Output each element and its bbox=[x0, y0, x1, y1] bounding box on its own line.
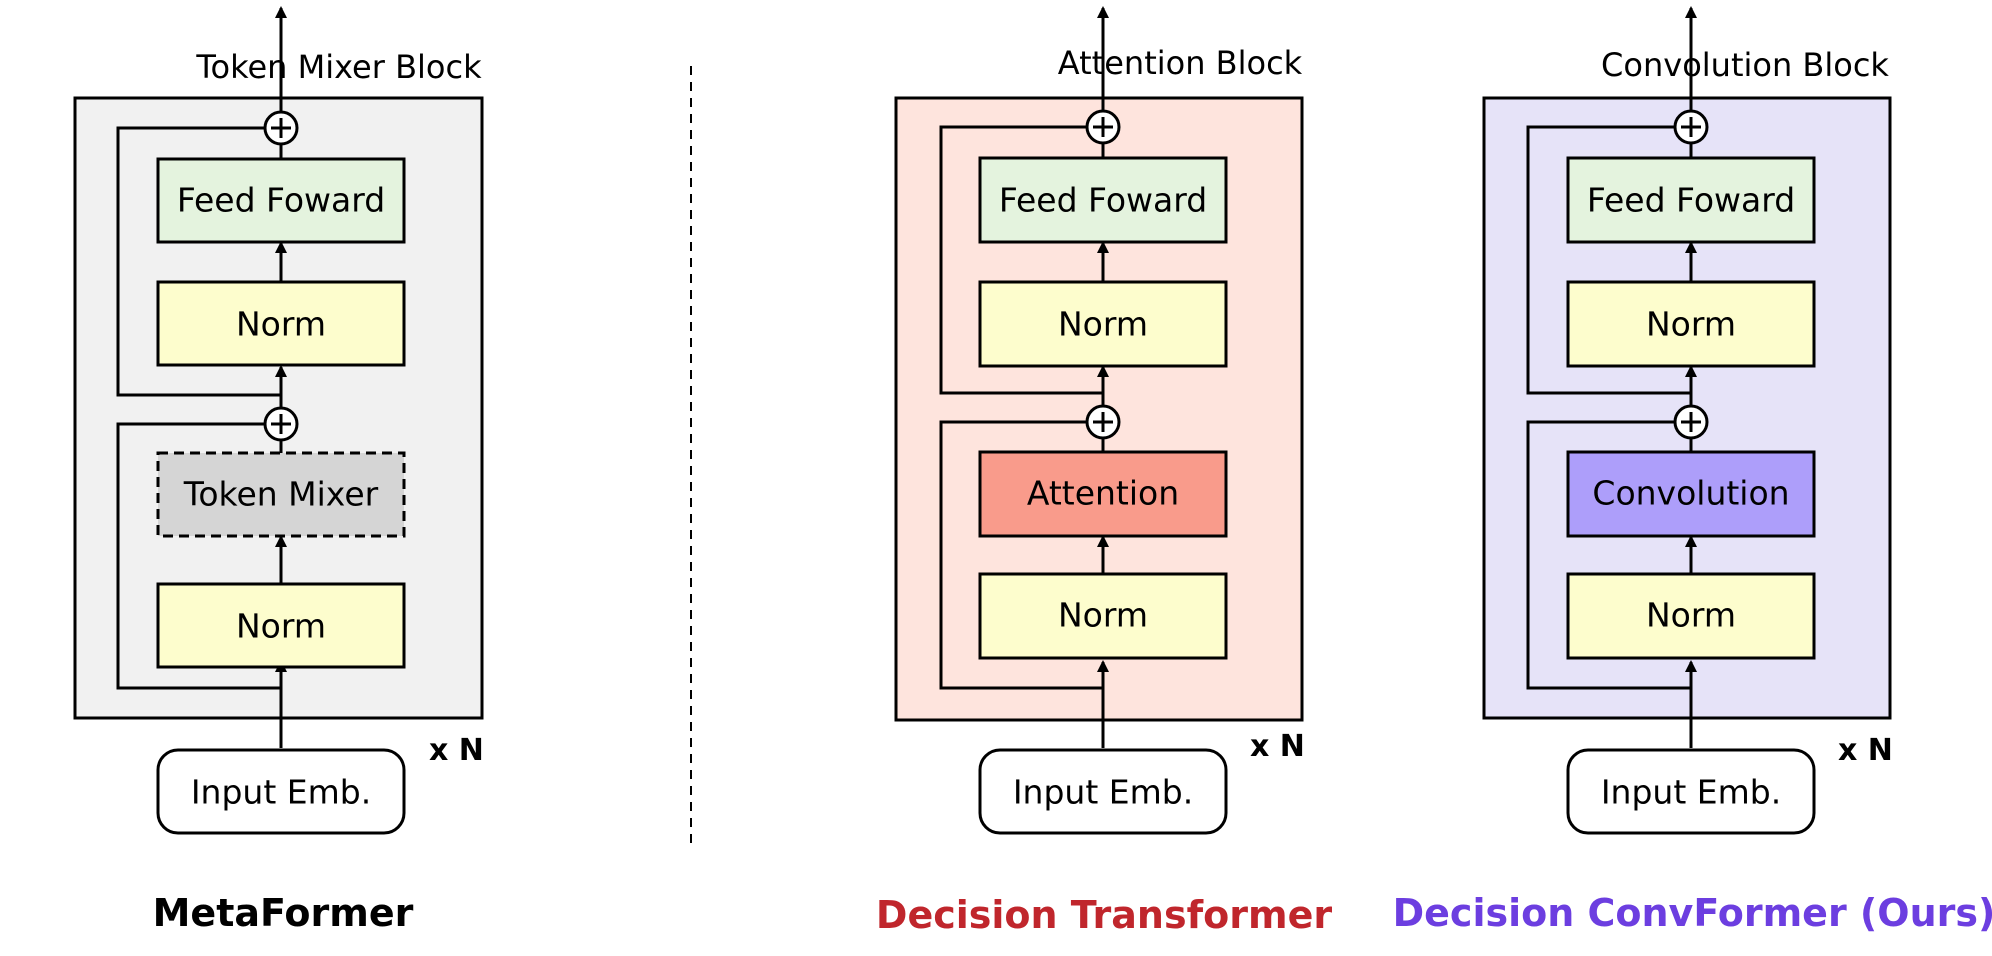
caption-decision-transformer: Decision Transformer bbox=[876, 893, 1332, 937]
decision-convformer-column: Feed Foward Norm Convolution Norm Input … bbox=[1393, 6, 1992, 935]
norm-top-box: Norm bbox=[236, 305, 326, 344]
norm-bottom-box: Norm bbox=[1646, 596, 1736, 635]
norm-bottom-box: Norm bbox=[1058, 596, 1148, 635]
decision-transformer-column: Feed Foward Norm Attention Norm Input Em… bbox=[876, 6, 1332, 937]
residual-add-icon bbox=[1085, 404, 1121, 440]
residual-add-icon bbox=[263, 110, 299, 146]
residual-add-icon bbox=[1673, 404, 1709, 440]
metaformer-column: Feed Foward Norm Token Mixer Norm Input … bbox=[73, 6, 484, 935]
repeat-label: x N bbox=[1838, 733, 1893, 768]
feed-forward-box: Feed Foward bbox=[1587, 181, 1795, 220]
repeat-label: x N bbox=[1250, 729, 1305, 764]
convolution-box: Convolution bbox=[1592, 474, 1789, 513]
token-mixer-box: Token Mixer bbox=[183, 475, 379, 514]
block-title: Attention Block bbox=[1058, 44, 1303, 82]
input-embedding-box: Input Emb. bbox=[191, 773, 371, 812]
norm-top-box: Norm bbox=[1646, 305, 1736, 344]
block-title: Convolution Block bbox=[1601, 46, 1889, 84]
feed-forward-box: Feed Foward bbox=[999, 181, 1207, 220]
block-title: Token Mixer Block bbox=[195, 48, 482, 86]
caption-metaformer: MetaFormer bbox=[153, 891, 414, 935]
input-embedding-box: Input Emb. bbox=[1013, 773, 1193, 812]
norm-top-box: Norm bbox=[1058, 305, 1148, 344]
norm-bottom-box: Norm bbox=[236, 607, 326, 646]
attention-box: Attention bbox=[1027, 474, 1179, 513]
feed-forward-box: Feed Foward bbox=[177, 181, 385, 220]
residual-add-icon bbox=[1085, 109, 1121, 145]
input-embedding-box: Input Emb. bbox=[1601, 773, 1781, 812]
residual-add-icon bbox=[1673, 109, 1709, 145]
caption-decision-convformer: Decision ConvFormer (Ours) bbox=[1393, 891, 1992, 935]
repeat-label: x N bbox=[429, 733, 484, 768]
residual-add-icon bbox=[263, 406, 299, 442]
